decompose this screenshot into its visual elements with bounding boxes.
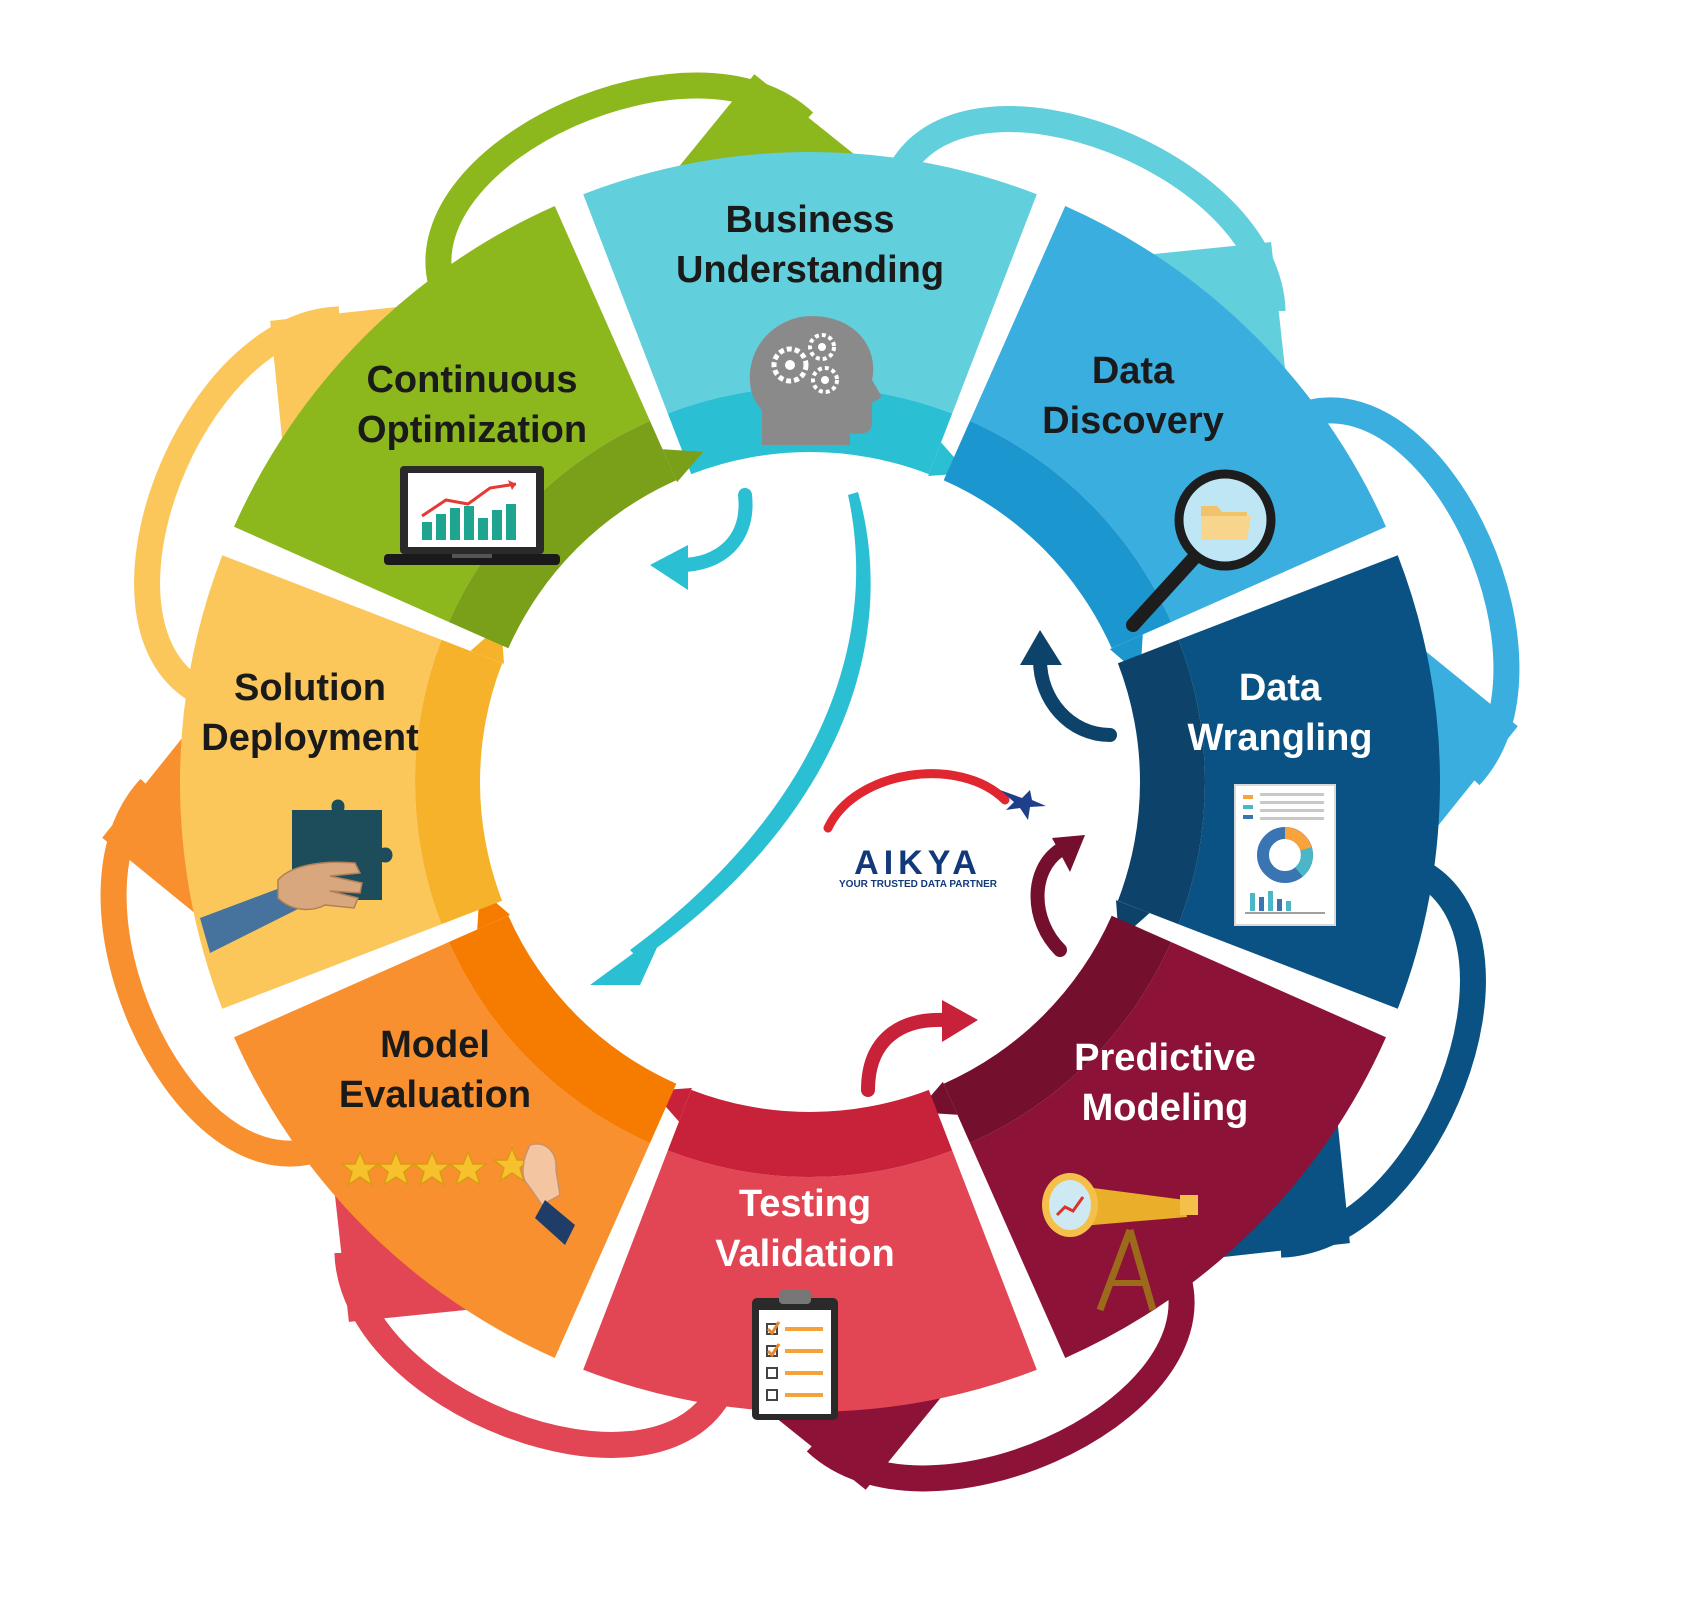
label-line-data-discovery-0: Data [1092,350,1175,392]
label-line-data-wrangling-0: Data [1239,667,1322,709]
label-line-business-understanding-0: Business [726,199,895,241]
inner-arrow-predictive-head [1052,835,1085,872]
segment-testing-validation [583,1088,1037,1412]
label-line-predictive-modeling-0: Predictive [1074,1037,1256,1079]
aikya-logo: AIKYA YOUR TRUSTED DATA PARTNER [823,769,1046,890]
inner-arrow-business-head [650,545,688,590]
segment-band-data-discovery [970,206,1386,622]
logo-swoosh [823,769,1010,833]
segment-inner-band-predictive-modeling [943,915,1172,1144]
segment-inner-band-data-discovery [943,420,1172,649]
clipboard-checklist-icon [752,1290,838,1420]
laptop-chart-icon [384,466,560,565]
label-line-solution-deployment-1: Deployment [201,717,419,759]
segment-band-model-evaluation [234,942,650,1358]
inner-arrows [590,488,1117,1097]
segment-inner-band-model-evaluation [448,915,677,1144]
puzzle-hand-icon [200,799,393,953]
logo-plane-icon [1000,790,1046,820]
segment-band-testing-validation [583,1150,1037,1412]
label-line-predictive-modeling-1: Modeling [1082,1087,1249,1129]
segment-band-data-wrangling [1178,555,1440,1009]
inner-arrow-business [673,488,753,572]
segment-icons [200,316,1336,1420]
segment-continuous-optimization [234,206,704,649]
segment-band-predictive-modeling [970,942,1386,1358]
segment-notch-continuous-optimization [662,449,704,483]
inner-arrow-sweep-head [590,930,665,985]
label-line-data-wrangling-1: Wrangling [1187,717,1372,759]
segment-inner-band-continuous-optimization [448,420,677,649]
star-rating-icon [339,1143,575,1245]
segment-band-business-understanding [583,151,1037,414]
label-line-data-discovery-1: Discovery [1042,400,1224,442]
telescope-icon [1042,1173,1198,1312]
segment-inner-band-testing-validation [667,1089,953,1177]
inner-arrow-sweep [630,492,871,960]
inner-arrow-testing-head [942,1000,978,1042]
head-gears-icon [749,316,882,446]
label-line-continuous-optimization-0: Continuous [366,359,577,401]
label-line-solution-deployment-0: Solution [234,667,386,709]
segment-inner-band-data-wrangling [1117,639,1205,925]
label-line-continuous-optimization-1: Optimization [357,409,587,451]
label-line-testing-validation-0: Testing [739,1183,871,1225]
label-line-business-understanding-1: Understanding [676,249,944,291]
report-document-icon [1234,784,1336,926]
segment-band-continuous-optimization [234,206,650,622]
logo-tagline: YOUR TRUSTED DATA PARTNER [839,879,998,890]
magnifier-folder-icon [1126,469,1276,632]
label-line-model-evaluation-0: Model [380,1024,490,1066]
logo-name: AIKYA [854,844,982,882]
label-line-testing-validation-1: Validation [715,1233,894,1275]
inner-arrow-wrangling-head [1020,630,1062,665]
inner-arrow-predictive [1030,843,1067,957]
inner-arrow-testing [861,1012,952,1097]
segment-inner-band-solution-deployment [415,639,503,925]
inner-arrow-wrangling [1033,653,1117,742]
label-line-model-evaluation-1: Evaluation [339,1074,531,1116]
